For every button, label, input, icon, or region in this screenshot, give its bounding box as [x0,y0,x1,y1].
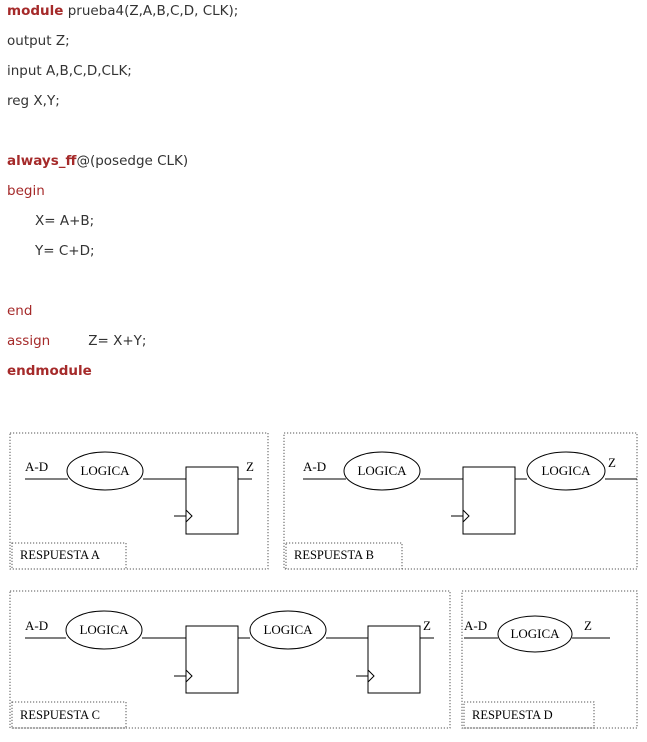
code-line-x-assign: X= A+B; [35,213,95,229]
module-signature: prueba4(Z,A,B,C,D, CLK); [63,3,239,19]
option-a-clock-icon [185,509,193,523]
code-line-endmodule: endmodule [7,363,92,379]
option-b-caption: RESPUESTA B [294,548,374,562]
option-c-logic-block-2 [249,610,327,650]
option-c-output-label: Z [423,618,431,633]
option-a-caption-box [11,542,127,570]
assign-expression: Z= X+Y; [88,333,147,349]
option-c-diagram: A-D LOGICA LOGICA Z RESPUESTA C [9,590,451,729]
option-a-diagram: A-D LOGICA Z RESPUESTA A [9,432,269,570]
option-c-caption: RESPUESTA C [20,708,100,722]
option-b-output-label: Z [608,455,616,470]
option-d-output-label: Z [584,618,592,633]
option-c-clock-icon-1 [185,669,193,683]
code-line-end: end [7,303,33,319]
answer-diagrams: A-D LOGICA Z RESPUESTA A A-D LOGICA LOGI… [9,432,638,729]
code-line-always: always_ff@(posedge CLK) [7,151,188,171]
option-a-output-label: Z [246,459,254,474]
keyword-always-ff: always_ff [7,153,77,169]
keyword-assign: assign [7,333,51,349]
code-line-begin: begin [7,183,45,199]
option-a-caption: RESPUESTA A [20,548,100,562]
option-d-frame [461,590,638,729]
option-d-diagram: A-D LOGICA Z RESPUESTA D [461,590,638,729]
option-c-flipflop-2 [367,625,421,694]
option-b-flipflop [462,466,516,535]
option-b-logic-label-1: LOGICA [357,463,407,478]
option-b-logic-label-2: LOGICA [541,463,591,478]
option-b-logic-block-1 [343,451,421,491]
option-a-frame [9,432,269,570]
option-b-logic-block-2 [526,451,606,491]
option-a-logic-label: LOGICA [80,463,130,478]
code-line-reg: reg X,Y; [7,93,60,109]
option-a-logic-block [66,451,144,491]
option-b-frame [283,432,638,570]
option-a-input-label: A-D [25,459,48,474]
keyword-module: module [7,3,64,19]
option-d-logic-block [497,615,573,653]
option-d-input-label: A-D [464,618,487,633]
code-line-output: output Z; [7,33,70,49]
option-b-diagram: A-D LOGICA LOGICA Z RESPUESTA B [283,432,638,570]
code-line-y-assign: Y= C+D; [35,243,95,259]
option-c-logic-block-1 [65,610,143,650]
option-c-logic-label-2: LOGICA [263,622,313,637]
code-line-module: module prueba4(Z,A,B,C,D, CLK); [7,1,238,21]
option-c-clock-icon-2 [367,669,375,683]
option-d-logic-label: LOGICA [510,626,560,641]
code-line-input: input A,B,C,D,CLK; [7,63,132,79]
option-b-caption-box [285,542,403,570]
option-c-caption-box [11,701,127,729]
option-a-flipflop [185,466,239,535]
option-c-logic-label-1: LOGICA [79,622,129,637]
option-c-frame [9,590,451,729]
code-line-assign: assign Z= X+Y; [7,331,146,351]
option-b-input-label: A-D [303,459,326,474]
option-b-clock-icon [462,509,470,523]
option-c-input-label: A-D [25,618,48,633]
option-d-caption: RESPUESTA D [472,708,553,722]
option-c-flipflop-1 [185,625,239,694]
sensitivity-list: @(posedge CLK) [76,153,189,169]
